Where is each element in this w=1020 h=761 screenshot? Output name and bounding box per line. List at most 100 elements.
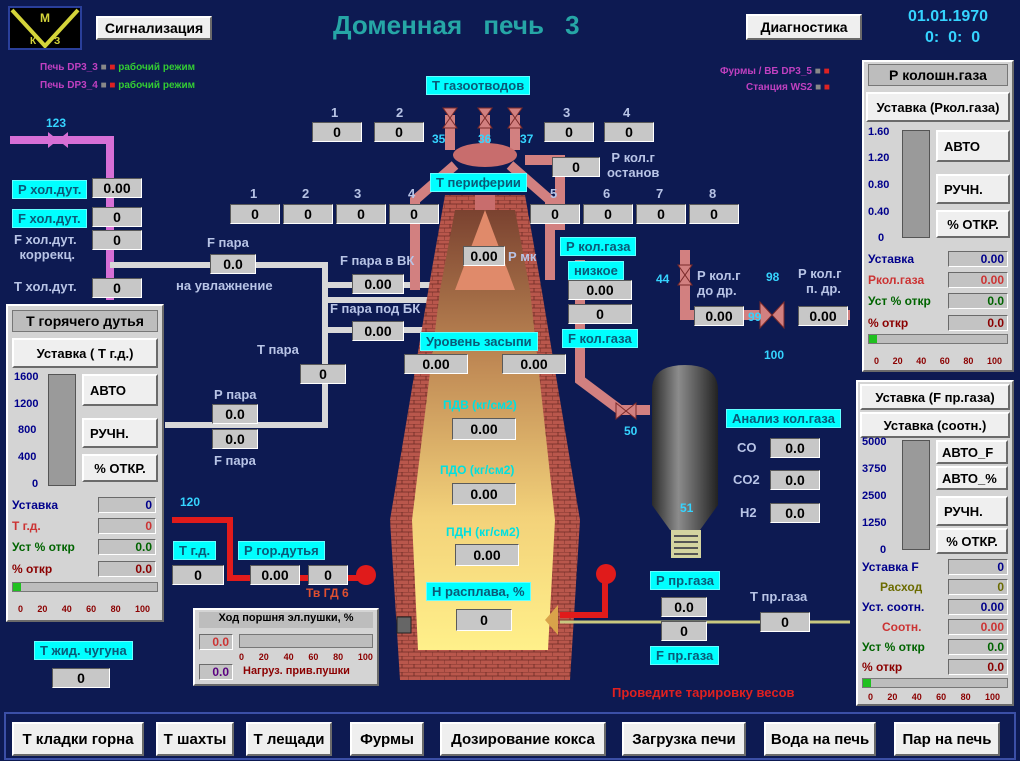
valve-99-label: 99 (748, 310, 762, 324)
h2-label: H2 (740, 505, 757, 520)
top-gas-row-label-2: Уст % откр (868, 294, 931, 308)
hot-blast-manual-button[interactable]: РУЧН. (82, 418, 158, 448)
hot-blast-row-label-2: Уст % откр (12, 540, 75, 554)
nav-furnace-loading[interactable]: Загрузка печи (622, 722, 746, 756)
cast-iron-label: Т жид. чугуна (34, 641, 133, 660)
diagnostics-button[interactable]: Диагностика (746, 14, 862, 40)
valve-36-label: 36 (478, 132, 492, 146)
flow-manual-button[interactable]: РУЧН. (936, 496, 1008, 526)
nav-tuyeres[interactable]: Фурмы (350, 722, 424, 756)
clean-gas-t-value: 0 (760, 612, 810, 632)
top-gas-setpoint-button[interactable]: Уставка (Ркол.газа) (866, 92, 1010, 122)
steam-f-value: 0.0 (210, 254, 256, 274)
nav-shaft[interactable]: Т шахты (156, 722, 234, 756)
top-gas-slider[interactable] (868, 334, 1008, 344)
nav-coke-dosing[interactable]: Дозирование кокса (440, 722, 606, 756)
p-after-value: 0.00 (798, 306, 848, 326)
steam-f-label-2: F пара (214, 453, 256, 468)
hot-blast-pct-button[interactable]: % ОТКР. (82, 454, 158, 482)
flow-auto-f-button[interactable]: АВТО_F (936, 440, 1008, 464)
top-gas-auto-button[interactable]: АВТО (936, 130, 1010, 162)
flow-slider[interactable] (862, 678, 1008, 688)
gun-stroke-bar (239, 634, 373, 648)
hot-blast-setpoint-button[interactable]: Уставка ( Т г.д.) (12, 338, 158, 368)
co2-value: 0.0 (770, 470, 820, 490)
cast-iron-value: 0 (52, 668, 110, 688)
cold-blast-t-value: 0 (92, 278, 142, 298)
flow-auto-pct-button[interactable]: АВТО_% (936, 466, 1008, 490)
periphery-value-5: 0 (530, 204, 580, 224)
hot-blast-scale-3: 400 (18, 451, 37, 463)
periphery-value-3: 0 (336, 204, 386, 224)
flow-setpoint-f-button[interactable]: Уставка (F пр.газа) (860, 384, 1010, 410)
flow-row-value-2: 0.00 (948, 599, 1008, 615)
valve-37-label: 37 (520, 132, 534, 146)
flow-pct-button[interactable]: % ОТКР. (936, 528, 1008, 554)
gun-value-1: 0.0 (199, 634, 233, 650)
hot-blast-scale-1: 1200 (14, 398, 39, 410)
nav-furnace-water[interactable]: Вода на печь (764, 722, 876, 756)
gas-outlet-num-4: 4 (623, 105, 631, 120)
furnace-pmk-value: 0.00 (463, 246, 505, 266)
cold-blast-corr-label: F хол.дут.коррекц. (14, 232, 77, 262)
pdv-value: 0.00 (452, 418, 516, 440)
clean-gas-p-value: 0.0 (661, 597, 707, 617)
hot-blast-p-label: Р гор.дутья (238, 541, 325, 560)
periphery-title: Т периферии (430, 173, 527, 192)
valve-100-label: 100 (764, 348, 785, 362)
steam-t-value: 0 (300, 364, 346, 384)
status-dp3-3: Печь DP3_3 ■ ■ рабочий режим (40, 62, 196, 73)
hot-blast-row-value-0: 0 (98, 497, 156, 513)
top-gas-row-label-3: % откр (868, 316, 909, 330)
top-gas-row-label-1: Ркол.газа (868, 273, 925, 287)
col-gas-p-label: Р кол.газа (560, 237, 637, 256)
col-gas-low-label: низкое (568, 261, 624, 280)
flow-row-value-4: 0.0 (948, 639, 1008, 655)
periphery-num-5: 5 (550, 186, 558, 201)
page-title: Доменная печь 3 (333, 10, 580, 40)
gas-outlet-value-3: 0 (544, 122, 594, 142)
gun-value-2: 0.0 (199, 664, 233, 680)
periphery-value-2: 0 (283, 204, 333, 224)
time-display: 0: 0: 0 (925, 29, 981, 46)
flow-row-value-1: 0 (948, 579, 1008, 595)
nav-bottom[interactable]: Т лещади (246, 722, 332, 756)
steam-f-vk-value: 0.00 (352, 274, 404, 294)
status-ws2: Станция WS2 ■ ■ (746, 82, 830, 93)
nav-furnace-steam[interactable]: Пар на печь (894, 722, 1000, 756)
periphery-num-4: 4 (408, 186, 416, 201)
gd6-value: 0 (308, 565, 348, 585)
steam-p-value-1: 0.0 (212, 404, 258, 424)
periphery-value-7: 0 (636, 204, 686, 224)
flow-setpoint-ratio-button[interactable]: Уставка (соотн.) (860, 412, 1010, 438)
periphery-num-3: 3 (354, 186, 362, 201)
top-gas-manual-button[interactable]: РУЧН. (936, 174, 1010, 204)
flow-scale-1: 3750 (862, 463, 887, 475)
periphery-num-7: 7 (656, 186, 664, 201)
co-label: CO (737, 440, 757, 455)
steam-p-label: Р пара (214, 387, 257, 402)
valve-44-label: 44 (656, 272, 670, 286)
top-gas-row-value-3: 0.0 (948, 315, 1008, 331)
alarm-button[interactable]: Сигнализация (96, 16, 212, 40)
top-gas-row-label-0: Уставка (868, 252, 914, 266)
melt-level-value: 0 (456, 609, 512, 631)
pdo-label: ПДО (кг/см2) (440, 463, 515, 477)
nav-hearth-masonry[interactable]: Т кладки горна (12, 722, 144, 756)
hot-blast-slider[interactable] (12, 582, 158, 592)
flow-row-label-3: Соотн. (882, 620, 922, 634)
top-gas-row-value-1: 0.00 (948, 272, 1008, 288)
hot-blast-row-label-0: Уставка (12, 498, 58, 512)
flow-row-label-5: % откр (862, 660, 903, 674)
gas-outlet-num-1: 1 (331, 105, 339, 120)
top-gas-pct-button[interactable]: % ОТКР. (936, 210, 1010, 238)
cold-blast-p-label: Р хол.дут. (12, 180, 88, 199)
p-kol-stop-value: 0 (552, 157, 600, 177)
gun-load-label: Нагруз. прив.пушки (243, 665, 350, 677)
hot-blast-auto-button[interactable]: АВТО (82, 374, 158, 406)
